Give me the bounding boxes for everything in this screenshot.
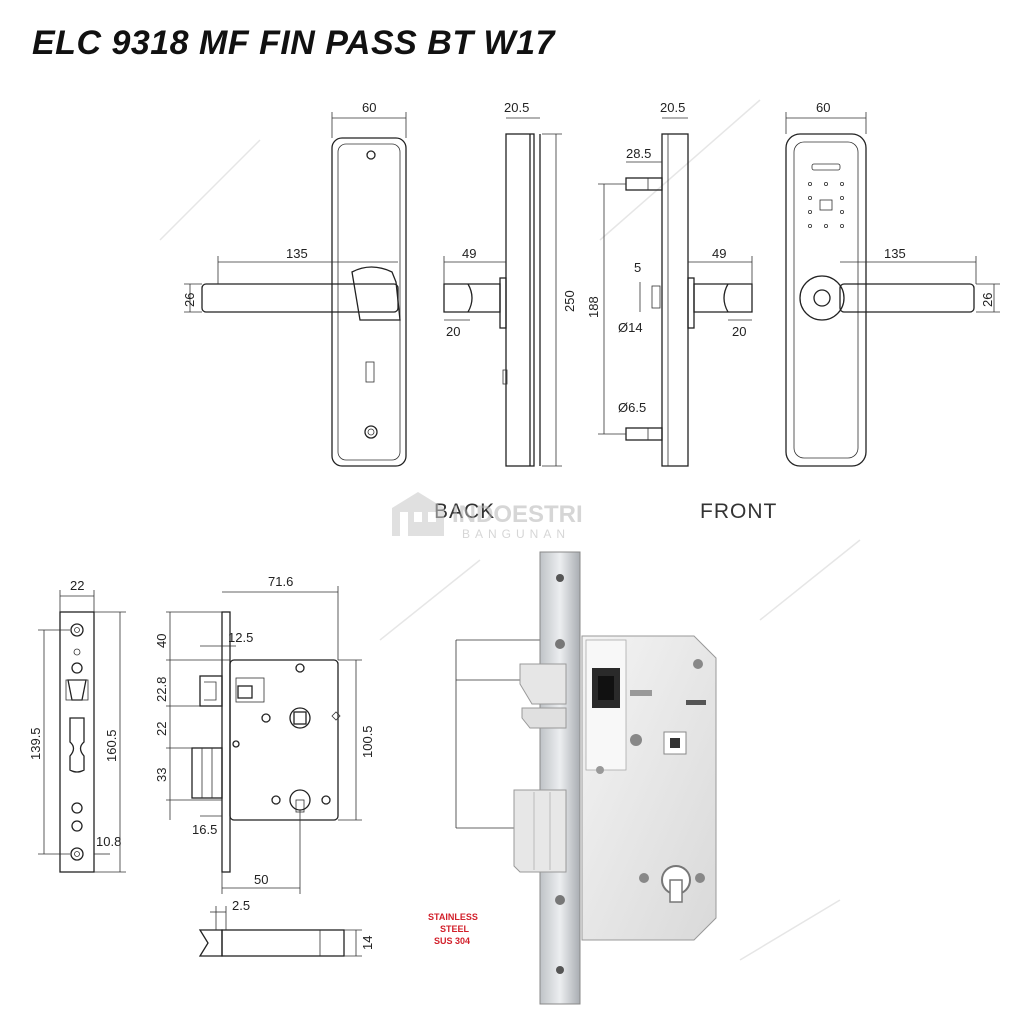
dim-side2-d65: Ø6.5 [618,400,646,415]
dim-side2-d14: Ø14 [618,320,643,335]
dim-face-width: 22 [70,578,84,593]
label-back: BACK [434,500,495,523]
side-view-2 [598,117,753,467]
dim-back-handle: 135 [286,246,308,261]
brand-main: INDOESTRI [452,501,583,528]
watermark-lines [159,99,861,961]
dim-case-22: 22 [154,722,169,736]
dim-case-22-8: 22.8 [154,677,169,702]
dim-side2-5: 5 [634,260,641,275]
bolt-detail [198,906,362,957]
side-view-1 [443,117,562,467]
dim-back-width: 60 [362,100,376,115]
dim-front-handle: 135 [884,246,906,261]
dim-side2-thickness: 20.5 [660,100,685,115]
brand-sub: BANGUNAN [462,527,570,541]
dim-case-33: 33 [154,768,169,782]
stainless-line-2: STEEL [440,924,470,934]
brand-logo: INDOESTRI BANGUNAN [392,492,583,541]
dim-case-width: 71.6 [268,574,293,589]
mortise-case-view [166,586,362,894]
dim-front-width: 60 [816,100,830,115]
dim-side2-neck: 20 [732,324,746,339]
dim-side2-top: 28.5 [626,146,651,161]
back-view [184,112,407,467]
keypad [808,181,845,228]
dim-side1-thickness: 20.5 [504,100,529,115]
dim-bolt-14: 14 [360,936,375,950]
dim-front-handle-height: 26 [980,293,995,307]
dim-face-h2: 160.5 [104,729,119,762]
stainless-line-1: STAINLESS [428,912,478,922]
dim-side2-height: 188 [586,296,601,318]
faceplate-view [38,590,126,873]
front-view [785,112,1000,467]
label-front: FRONT [700,500,777,523]
dim-bolt-2-5: 2.5 [232,898,250,913]
dim-total-height: 250 [562,290,577,312]
mortise-lock-render [455,551,717,1005]
dim-case-12-5: 12.5 [228,630,253,645]
dim-back-handle-height: 26 [182,293,197,307]
dim-case-100-5: 100.5 [360,725,375,758]
dim-case-16-5: 16.5 [192,822,217,837]
dim-face-h1: 139.5 [28,727,43,760]
dim-case-50: 50 [254,872,268,887]
stainless-line-3: SUS 304 [434,936,470,946]
dim-side1-projection: 49 [462,246,476,261]
dim-case-40: 40 [154,634,169,648]
dim-side2-projection: 49 [712,246,726,261]
dim-face-bottom: 10.8 [96,834,121,849]
dim-side1-neck: 20 [446,324,460,339]
page-title: ELC 9318 MF FIN PASS BT W17 [32,24,555,62]
